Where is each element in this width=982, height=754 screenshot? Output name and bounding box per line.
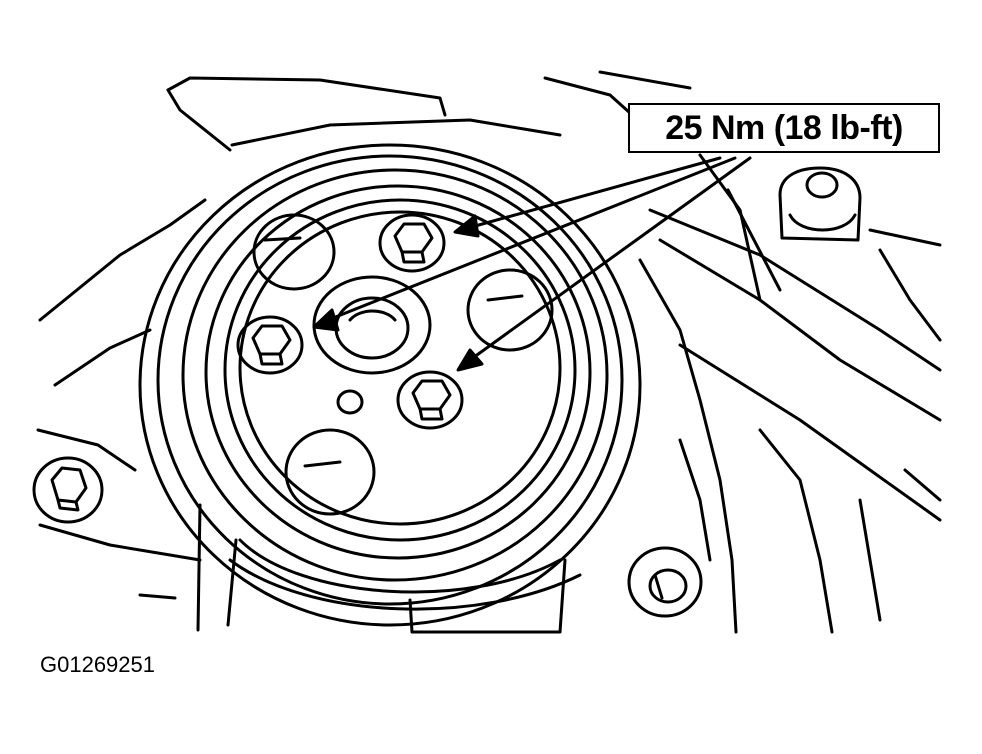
figure-id: G01269251 [40, 652, 155, 677]
engine-housing-outline [36, 70, 942, 634]
leader-line-left [326, 156, 737, 322]
leader-line-top [466, 156, 722, 230]
arrowhead-top [453, 214, 480, 238]
access-holes [252, 213, 554, 516]
pulley-bolt-bottom [396, 370, 464, 430]
leader-arrows [312, 156, 752, 372]
stud-upper-right [778, 166, 862, 242]
arrowhead-left [312, 308, 340, 332]
mounting-bolt-left [32, 456, 104, 524]
arrowhead-bottom [456, 348, 484, 372]
leader-line-bottom [468, 156, 752, 362]
mounting-bolt-lower-right [627, 546, 703, 618]
pulley-bolt-left [236, 315, 304, 375]
pulley [138, 143, 642, 627]
pulley-bolt-top [378, 213, 446, 273]
torque-callout-label: 25 Nm (18 lb-ft) [628, 103, 940, 153]
